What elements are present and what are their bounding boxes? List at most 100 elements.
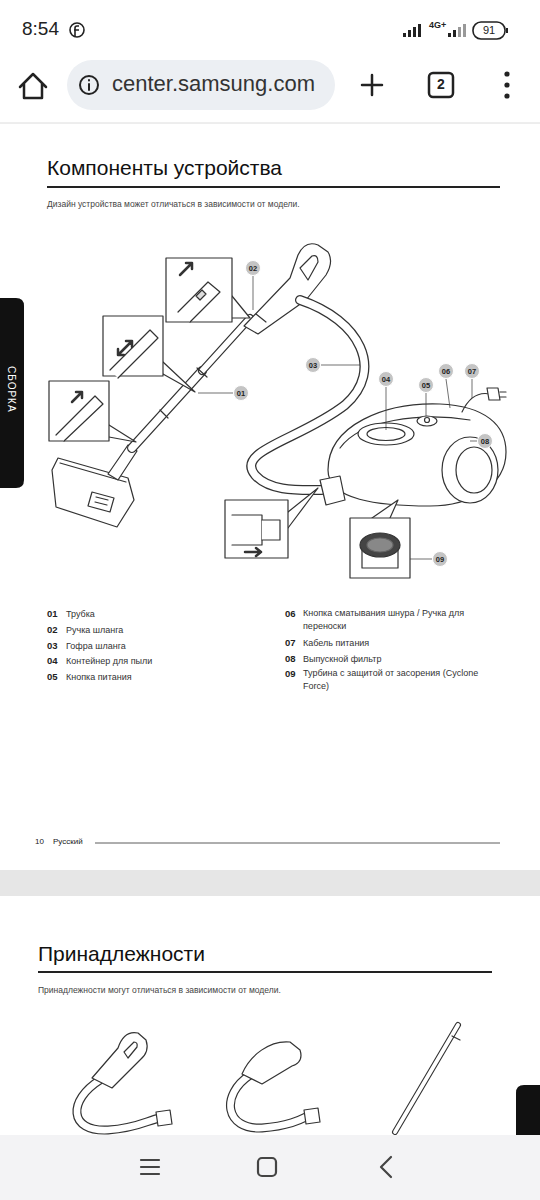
footer-rule <box>95 843 500 844</box>
browser-toolbar <box>362 75 382 95</box>
leader-line <box>198 276 477 559</box>
accessory-illustration <box>304 1108 320 1124</box>
vacuum-illustration <box>462 393 490 412</box>
accessory-illustration <box>156 1110 172 1126</box>
page-number: 10 <box>35 837 44 847</box>
browser-toolbar <box>20 74 46 98</box>
vacuum-illustration <box>132 371 202 448</box>
browser-toolbar <box>20 60 510 110</box>
nav-icons <box>258 1158 276 1176</box>
vacuum-illustration <box>340 417 470 448</box>
callout-number: 05 <box>418 377 434 393</box>
accessory-illustration <box>230 1075 308 1128</box>
callout-number: 06 <box>438 363 454 379</box>
detail-inset <box>360 533 400 557</box>
nav-icons <box>381 1157 391 1177</box>
part-number: 07 <box>285 637 296 648</box>
status-icons <box>403 33 406 37</box>
callout-outline <box>246 261 261 276</box>
callout-number: 03 <box>305 357 321 373</box>
page-gap <box>0 870 540 896</box>
callout-circle: 01 <box>233 385 249 401</box>
callout-outline <box>433 552 448 567</box>
detail-inset <box>178 282 220 322</box>
vacuum-illustration <box>500 392 506 397</box>
part-name: Контейнер для пыли <box>66 656 152 667</box>
status-icons <box>418 24 421 37</box>
leader-line <box>198 393 233 394</box>
leader-line <box>386 387 387 430</box>
callout-number: 02 <box>245 260 261 276</box>
detail-inset <box>372 500 398 518</box>
toolbar-divider <box>0 123 540 124</box>
vacuum-illustration <box>328 404 506 506</box>
vacuum-illustration <box>256 314 266 322</box>
detail-inset <box>49 258 410 578</box>
detail-inset <box>166 258 232 322</box>
part-number: 03 <box>47 640 58 651</box>
vacuum-illustration <box>202 318 250 371</box>
part-number: 04 <box>47 655 58 666</box>
status-icons <box>74 26 79 36</box>
detail-inset <box>225 500 288 558</box>
leader-line <box>426 393 427 416</box>
accessory-illustration <box>395 1025 458 1132</box>
detail-inset <box>262 520 280 540</box>
callout-circle: 05 <box>418 377 434 393</box>
part-name: Выпускной фильтр <box>303 654 381 665</box>
network-type: 4G+ <box>429 20 446 31</box>
battery-level: 91 <box>474 24 504 37</box>
callout-outline <box>478 434 493 449</box>
vacuum-illustration <box>487 388 500 400</box>
status-icons <box>473 22 505 39</box>
callout-outline <box>379 372 394 387</box>
vacuum-illustration <box>425 418 430 423</box>
detail-inset <box>56 396 103 441</box>
accessory-illustration <box>230 1075 308 1128</box>
detail-inset <box>110 330 158 378</box>
heading-rule <box>38 971 492 973</box>
status-icons <box>408 30 411 37</box>
nav-bar <box>0 1135 540 1200</box>
detail-inset <box>118 341 132 355</box>
detail-inset <box>72 392 82 402</box>
nav-icons <box>141 1157 391 1177</box>
status-icons <box>458 27 461 37</box>
callout-outline <box>465 364 480 379</box>
status-icons <box>413 27 416 37</box>
accessory-illustration <box>77 1080 160 1130</box>
note-text: Дизайн устройства может отличаться в зав… <box>47 199 300 209</box>
section-tab <box>516 1085 540 1135</box>
part-name: Гофра шланга <box>66 641 126 652</box>
browser-toolbar <box>88 80 90 90</box>
part-name: Кабель питания <box>303 638 369 649</box>
accessory-illustration <box>77 1080 160 1130</box>
detail-inset <box>163 362 195 392</box>
vacuum-illustration <box>52 244 506 527</box>
callout-number: 07 <box>464 363 480 379</box>
status-icons <box>448 33 451 37</box>
leader-line <box>253 276 254 310</box>
detail-inset <box>109 425 136 442</box>
accessory-illustration <box>92 1033 147 1088</box>
leader-line <box>446 379 450 408</box>
callout-circle: 02 <box>245 260 261 276</box>
accessory-illustration <box>395 1025 458 1132</box>
part-name: Ручка шланга <box>66 625 123 636</box>
detail-inset <box>232 515 262 545</box>
vacuum-illustration <box>132 371 202 448</box>
detail-inset <box>245 548 261 556</box>
section-title: Принадлежности <box>38 941 205 966</box>
part-number: 09 <box>285 668 296 679</box>
part-name: Турбина с защитой от засорения (Cyclone … <box>303 667 488 693</box>
browser-toolbar <box>80 76 98 94</box>
callout-outline <box>439 364 454 379</box>
part-number: 02 <box>47 624 58 635</box>
vacuum-illustration <box>244 244 331 334</box>
browser-toolbar <box>504 71 509 76</box>
callout-circle: 03 <box>305 357 321 373</box>
